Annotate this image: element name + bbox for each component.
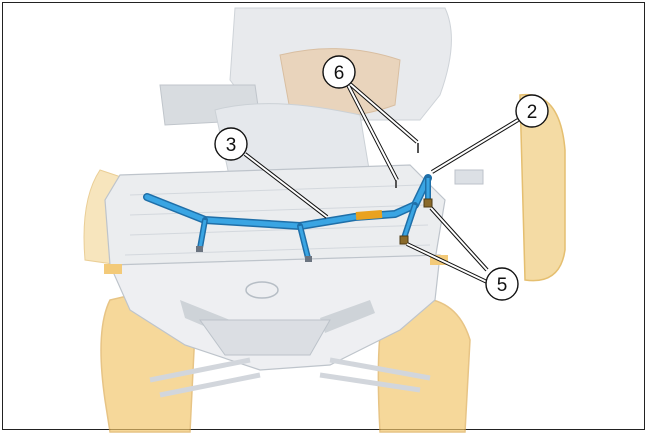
headlight-right (320, 300, 375, 333)
callout-2: 2 (515, 94, 549, 128)
callout-label-6: 6 (334, 63, 345, 84)
callout-label-5: 5 (497, 275, 508, 296)
callout-label-2: 2 (527, 102, 538, 123)
callout-5: 5 (485, 267, 519, 301)
leader-lines (243, 82, 520, 284)
marker-left (104, 264, 122, 274)
front-guard-rail (143, 143, 433, 262)
bolt-5b (399, 235, 409, 245)
callout-6: 6 (322, 55, 356, 89)
suspension-arms (149, 357, 431, 398)
callout-3: 3 (214, 127, 248, 161)
brand-emblem (245, 281, 279, 299)
rail-clip (355, 210, 383, 220)
grille (199, 319, 331, 356)
bolt-5a (423, 198, 433, 208)
suspension-spring (454, 169, 484, 185)
front-fascia (109, 254, 441, 371)
atv-ghost-body (83, 7, 566, 433)
callout-label-3: 3 (226, 135, 237, 156)
